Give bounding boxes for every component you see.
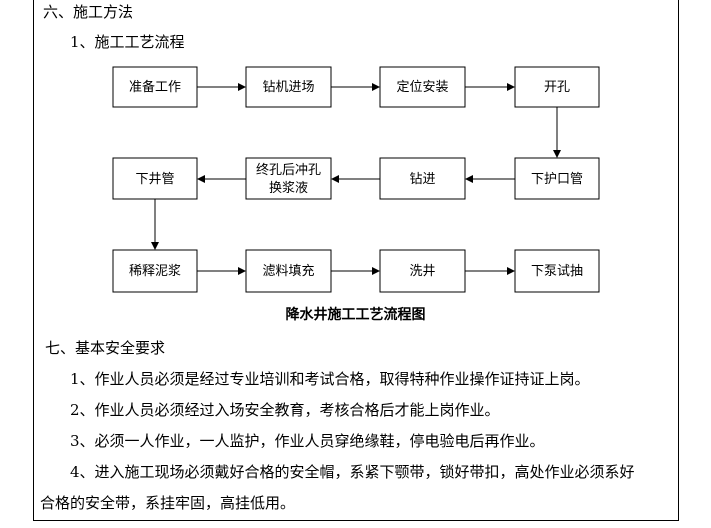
flow-box-positioning: 定位安装 [379, 66, 466, 108]
safety-item-4: 4、进入施工现场必须戴好合格的安全帽，系紧下颚带，锁好带扣，高处作业必须系好 [70, 463, 635, 481]
safety-item-4-continued: 合格的安全带，系挂牢固，高挂低用。 [40, 494, 296, 512]
svg-text:下护口管: 下护口管 [531, 172, 583, 187]
svg-text:洗井: 洗井 [409, 264, 435, 279]
flow-box-flush: 终孔后冲孔 换浆液 [245, 157, 332, 200]
svg-text:稀释泥浆: 稀释泥浆 [129, 264, 181, 279]
svg-text:钻机进场: 钻机进场 [262, 80, 314, 95]
flow-box-rig-entry: 钻机进场 [245, 66, 332, 108]
flow-box-well-wash: 洗井 [379, 249, 466, 293]
flow-box-lower-well-pipe: 下井管 [112, 157, 198, 200]
svg-text:滤料填充: 滤料填充 [262, 263, 314, 279]
svg-text:终孔后冲孔: 终孔后冲孔 [256, 162, 321, 178]
section-6-title: 六、施工方法 [43, 3, 134, 21]
svg-text:下井管: 下井管 [135, 172, 174, 187]
section-7-title: 七、基本安全要求 [45, 339, 166, 357]
svg-text:定位安装: 定位安装 [396, 80, 448, 95]
flow-box-drill-start: 开孔 [514, 66, 600, 108]
svg-text:换浆液: 换浆液 [269, 181, 308, 196]
svg-text:开孔: 开孔 [544, 80, 570, 95]
svg-text:准备工作: 准备工作 [129, 79, 181, 95]
flow-box-filter-fill: 滤料填充 [245, 249, 332, 293]
flow-box-dilute-mud: 稀释泥浆 [112, 249, 198, 293]
flow-box-prepare: 准备工作 [112, 66, 198, 108]
safety-item-1: 1、作业人员必须是经过专业培训和考试合格，取得特种作业操作证持证上岗。 [70, 370, 590, 388]
flow-box-pump-test: 下泵试抽 [514, 249, 600, 293]
flow-box-drilling: 钻进 [379, 157, 466, 200]
document-frame [33, 0, 679, 521]
flow-box-casing: 下护口管 [514, 157, 600, 200]
safety-item-2: 2、作业人员必须经过入场安全教育，考核合格后才能上岗作业。 [70, 401, 500, 419]
svg-text:下泵试抽: 下泵试抽 [531, 264, 583, 279]
section-6-subtitle: 1、施工工艺流程 [70, 33, 185, 51]
flowchart-caption: 降水井施工工艺流程图 [285, 307, 426, 323]
svg-text:钻进: 钻进 [409, 172, 435, 187]
safety-item-3: 3、必须一人作业，一人监护，作业人员穿绝缘鞋，停电验电后再作业。 [70, 432, 545, 450]
